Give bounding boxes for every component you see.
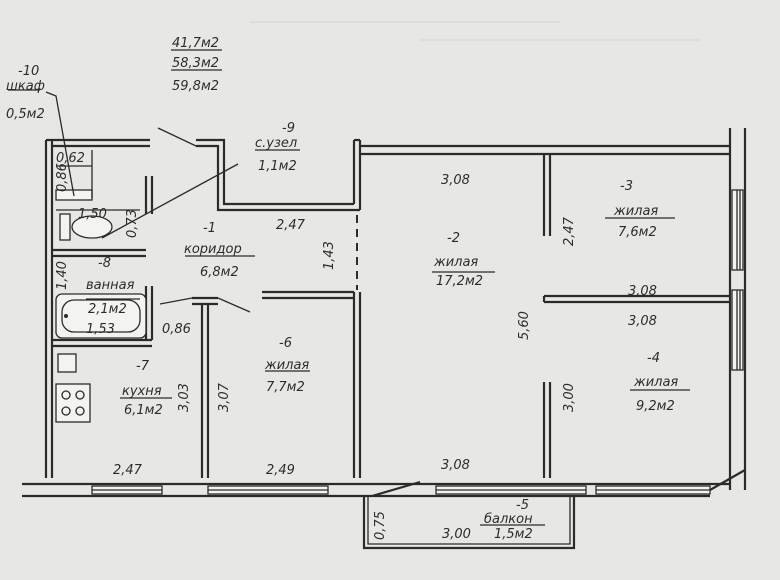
room-name-4: жилая — [633, 375, 678, 390]
room-number-6: -6 — [279, 336, 292, 351]
dim-303: 3,03 — [177, 383, 192, 412]
dim-300-balcony: 3,00 — [442, 527, 471, 542]
dim-bath-length: 1,53 — [86, 322, 115, 337]
room-area-6: 7,7м2 — [266, 380, 305, 395]
room-number-2: -2 — [447, 231, 460, 246]
total-area-with-balcony: 59,8м2 — [172, 79, 219, 94]
dim-560: 5,60 — [517, 311, 532, 340]
dim-247-corridor: 2,47 — [276, 218, 306, 233]
dim-308-top: 3,08 — [441, 173, 470, 188]
room-name-bath: ванная — [86, 278, 135, 293]
room-number-bath: -8 — [98, 256, 111, 271]
dim-140: 1,40 — [55, 261, 70, 290]
dim-075: 0,75 — [373, 511, 388, 540]
room-number-corridor: -1 — [203, 221, 216, 236]
total-living-area: 41,7м2 — [172, 36, 219, 51]
room-area-2: 17,2м2 — [436, 274, 483, 289]
fixtures — [8, 49, 690, 526]
room-number-kitchen: -7 — [136, 359, 150, 374]
room-area-wardrobe: 0,5м2 — [6, 107, 45, 122]
dim-307: 3,07 — [217, 382, 232, 412]
dim-086-vertical: 0,86 — [55, 163, 70, 192]
sink-icon — [57, 353, 77, 373]
room-name-wc: с.узел — [255, 136, 297, 151]
dim-062: 0,62 — [56, 151, 85, 166]
toilet-icon — [59, 213, 113, 241]
room-area-corridor: 6,8м2 — [200, 265, 239, 280]
room-name-wardrobe: шкаф — [6, 79, 45, 94]
dim-308-room4: 3,08 — [628, 314, 657, 329]
area-totals: 41,7м2 58,3м2 59,8м2 — [172, 36, 219, 94]
room-area-bath: 2,1м2 — [88, 302, 127, 317]
room-area-wc: 1,1м2 — [258, 159, 297, 174]
room-area-4: 9,2м2 — [636, 399, 675, 414]
dim-247-kitchen: 2,47 — [113, 463, 143, 478]
room-name-2: жилая — [433, 255, 478, 270]
room-number-balcony: -5 — [516, 498, 529, 513]
dim-308-room3: 3,08 — [628, 284, 657, 299]
background-texture — [250, 21, 700, 41]
room-area-kitchen: 6,1м2 — [124, 403, 163, 418]
dim-308-bottom: 3,08 — [441, 458, 470, 473]
room-labels: -10 шкаф 0,5м2 -9 с.узел 1,1м2 -1 коридо… — [6, 64, 678, 542]
room-name-kitchen: кухня — [122, 384, 162, 399]
dim-086-door: 0,86 — [162, 322, 191, 337]
dim-249: 2,49 — [266, 463, 295, 478]
room-number-4: -4 — [647, 351, 660, 366]
room-number-3: -3 — [620, 179, 633, 194]
dimensions: 0,62 0,86 1,50 0,73 1,40 0,86 3,03 3,07 … — [55, 151, 657, 542]
room-number-wardrobe: -10 — [18, 64, 39, 79]
room-name-corridor: коридор — [184, 242, 242, 257]
room-name-balcony: балкон — [484, 512, 533, 527]
total-area: 58,3м2 — [172, 56, 219, 71]
dim-150: 1,50 — [78, 207, 107, 222]
room-name-3: жилая — [613, 204, 658, 219]
walls — [22, 128, 747, 550]
dim-143: 1,43 — [322, 241, 337, 270]
dim-073: 0,73 — [125, 209, 140, 238]
room-number-wc: -9 — [282, 121, 295, 136]
room-area-balcony: 1,5м2 — [494, 527, 533, 542]
dim-247-room3: 2,47 — [562, 216, 577, 246]
stove-icon — [55, 383, 91, 423]
room-name-6: жилая — [264, 358, 309, 373]
bathtub-icon — [55, 293, 147, 339]
dim-300-room4: 3,00 — [562, 383, 577, 412]
room-area-3: 7,6м2 — [618, 225, 657, 240]
